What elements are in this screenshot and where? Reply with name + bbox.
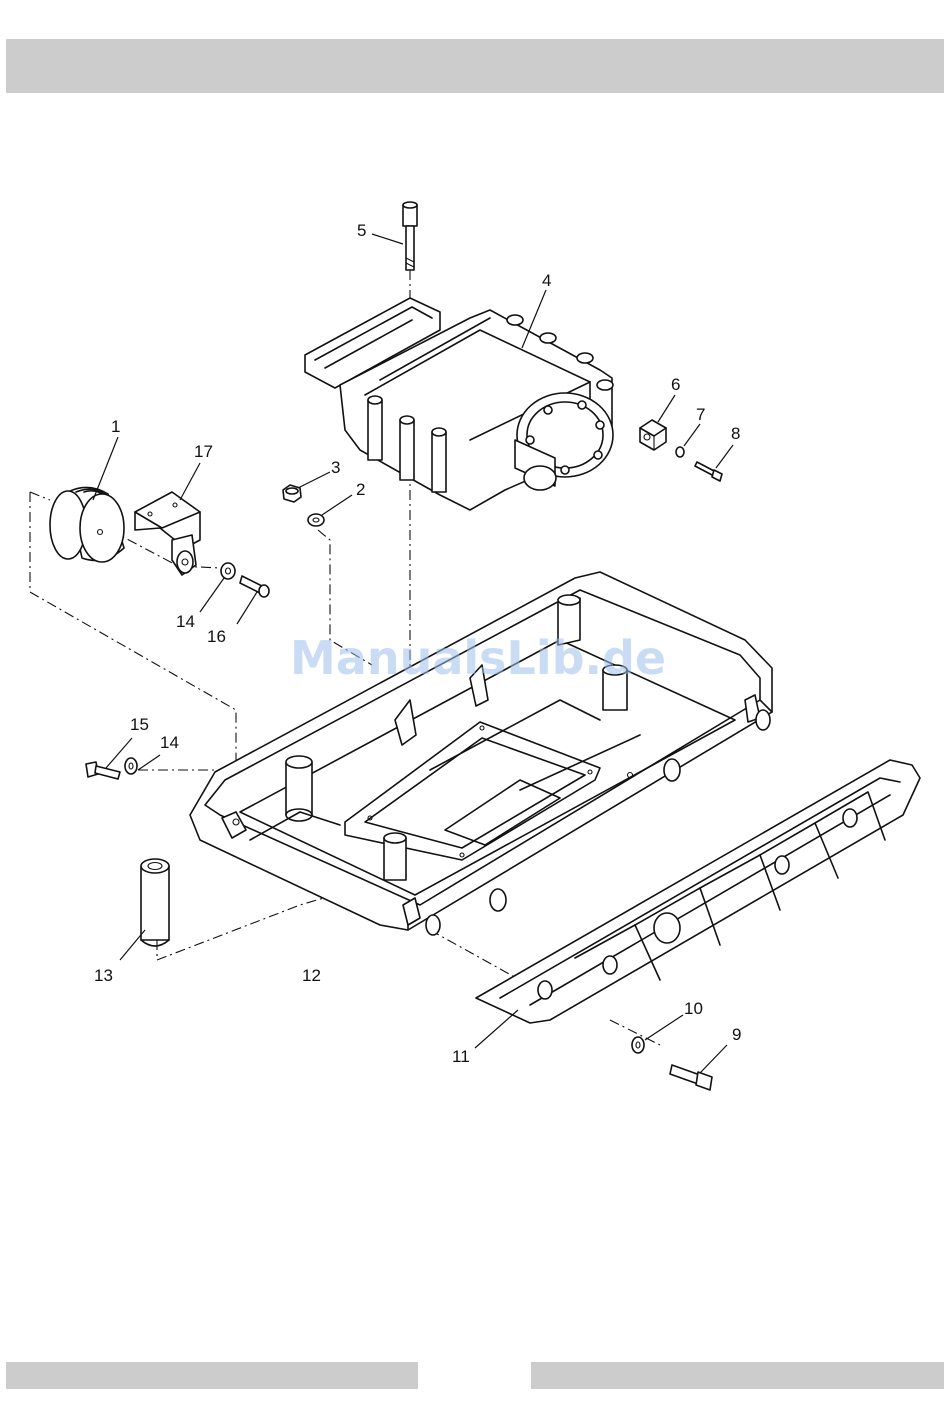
watermark-text: ManualsLib.de: [290, 631, 666, 685]
part-4-exciter-housing: [305, 298, 613, 510]
callout-9: 9: [732, 1025, 741, 1044]
callout-3: 3: [331, 458, 340, 477]
callout-12: 12: [302, 966, 321, 985]
callout-16: 16: [207, 627, 226, 646]
part-10-washer: [632, 1037, 644, 1053]
callout-10: 10: [684, 999, 703, 1018]
callout-8: 8: [731, 424, 740, 443]
callout-14-upper: 14: [176, 612, 195, 631]
part-14-washer-lower: [125, 758, 137, 774]
callout-6: 6: [671, 375, 680, 394]
callout-1: 1: [111, 417, 120, 436]
part-1-rubber-buffer: [50, 487, 124, 562]
part-15-bolt: [86, 762, 120, 779]
part-2-washer: [308, 514, 324, 526]
callout-13: 13: [94, 966, 113, 985]
part-14-washer-upper: [221, 563, 235, 579]
callout-7: 7: [696, 405, 705, 424]
callout-4: 4: [542, 271, 551, 290]
callout-11: 11: [452, 1047, 470, 1066]
part-5-long-bolt: [403, 202, 417, 270]
part-9-bolt: [670, 1065, 712, 1090]
part-16-screw: [240, 576, 269, 597]
part-7-washer: [676, 447, 684, 457]
callout-14-lower: 14: [160, 733, 179, 752]
callout-17: 17: [194, 442, 213, 461]
part-17-bracket: [135, 492, 200, 575]
part-6-block: [640, 420, 666, 450]
callout-15: 15: [130, 715, 149, 734]
part-13-sleeve: [141, 859, 169, 946]
callout-5: 5: [357, 221, 366, 240]
callout-2: 2: [356, 480, 365, 499]
